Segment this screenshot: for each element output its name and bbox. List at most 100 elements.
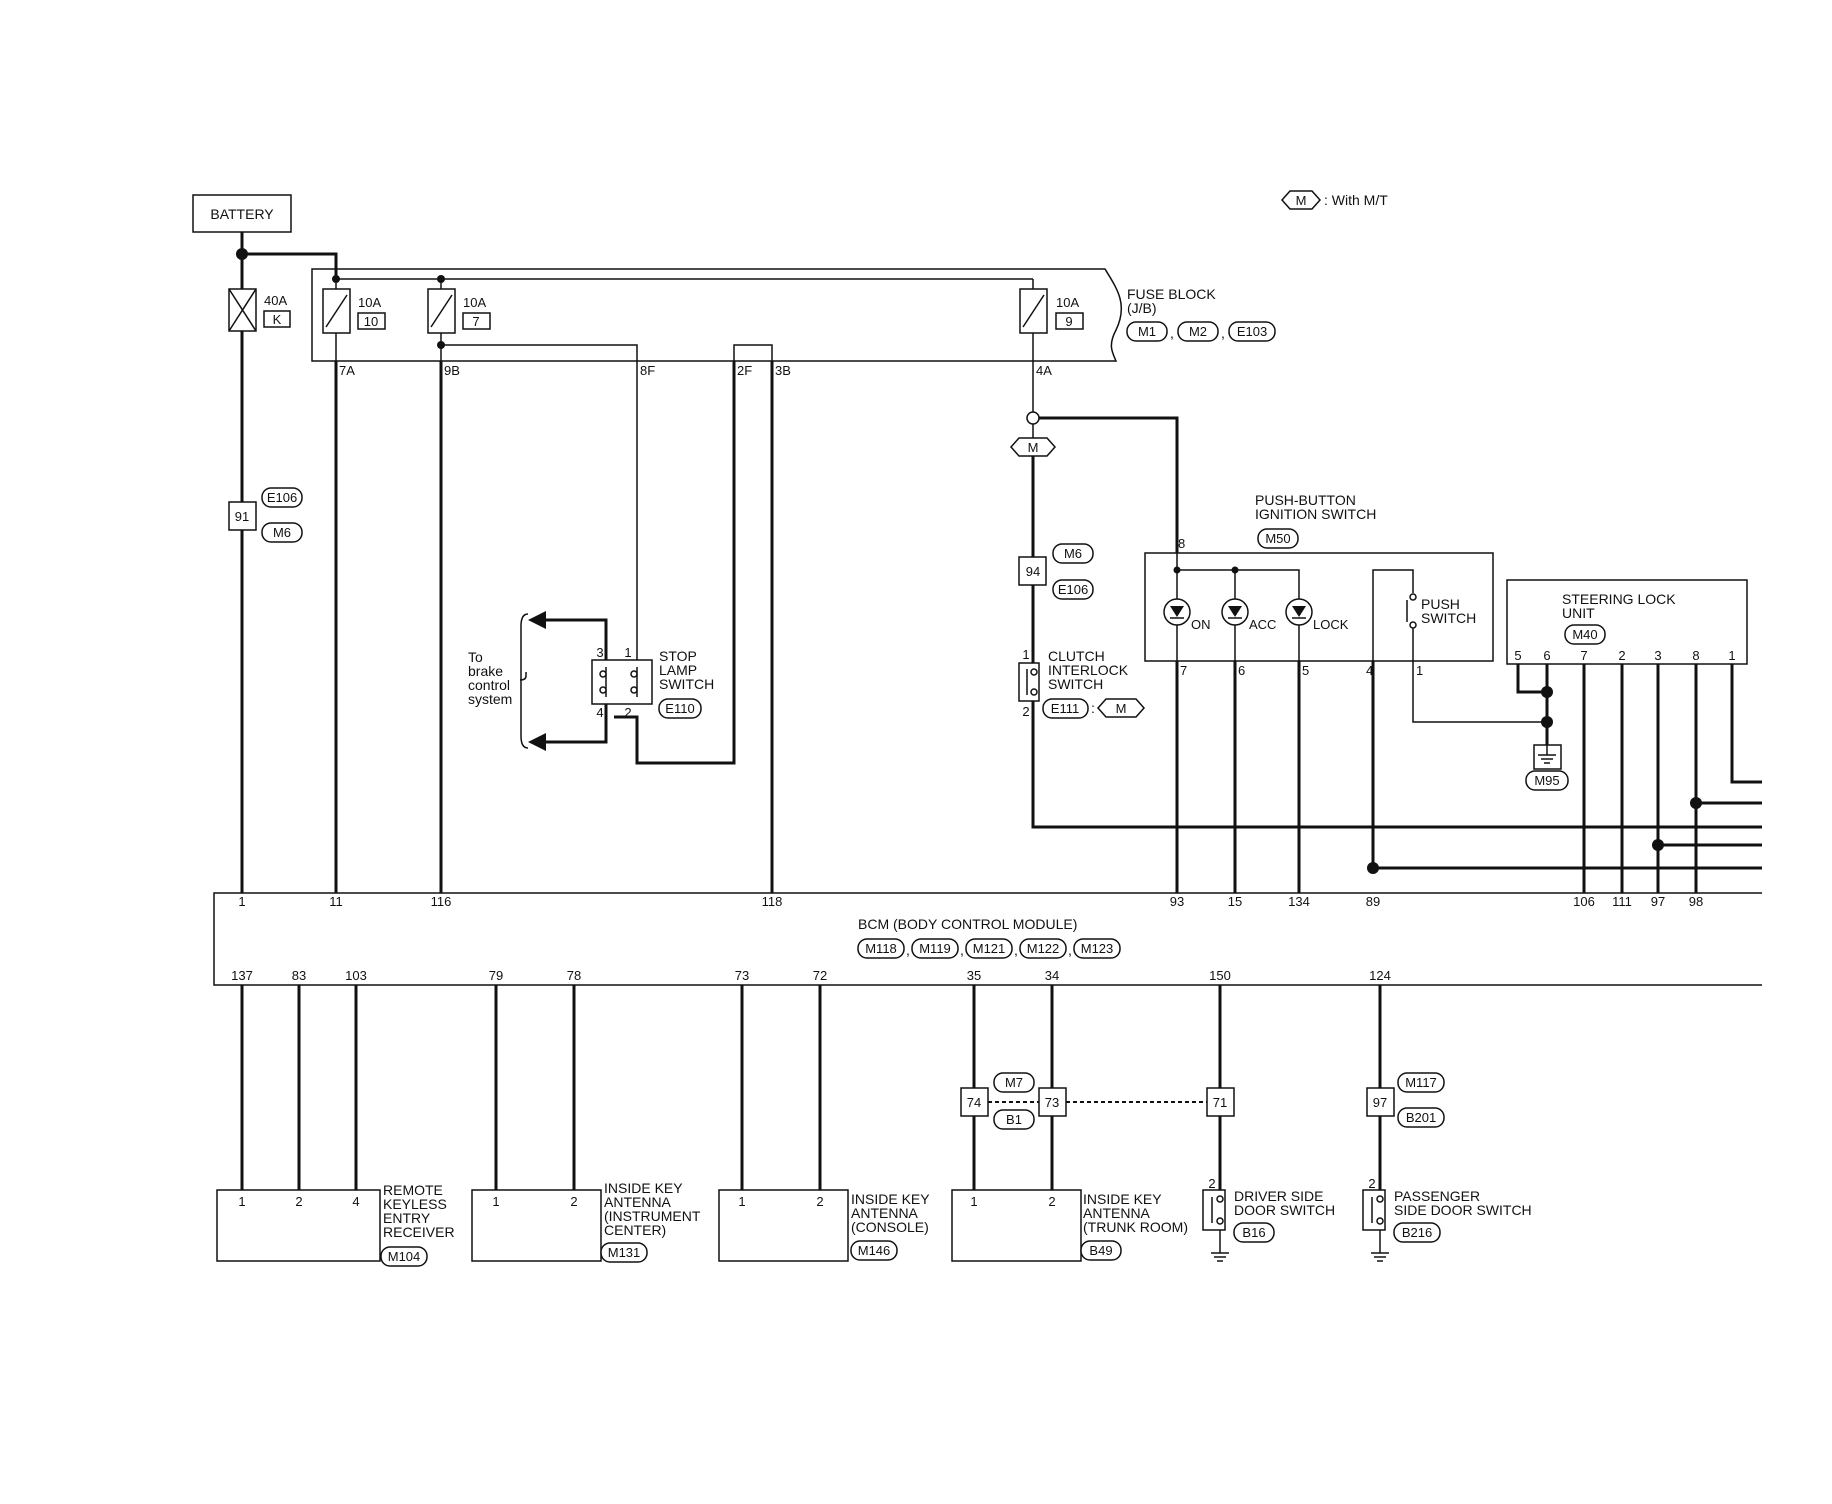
anttr-title-1: INSIDE KEY bbox=[1083, 1191, 1162, 1207]
terminal-2f: 2F bbox=[737, 363, 752, 378]
stop-title-3: SWITCH bbox=[659, 676, 714, 692]
passenger-side-door-switch: 2 PASSENGER SIDE DOOR SWITCH B216 bbox=[1362, 1176, 1532, 1262]
bcm-pin-106: 106 bbox=[1573, 894, 1595, 909]
inside-key-antenna-console: 1 2 INSIDE KEY ANTENNA (CONSOLE) M146 bbox=[718, 1189, 930, 1262]
bcm-pin-98: 98 bbox=[1689, 894, 1703, 909]
slu-pin-7: 7 bbox=[1580, 648, 1587, 663]
bcm-pin-15: 15 bbox=[1228, 894, 1242, 909]
psds-title-2: SIDE DOOR SWITCH bbox=[1394, 1202, 1532, 1218]
rke-title-4: RECEIVER bbox=[383, 1224, 455, 1240]
bcm-conn-2: M119 bbox=[919, 941, 951, 956]
lower-joints: 74 73 71 97 M7 B1 M117 B201 bbox=[960, 1072, 1445, 1130]
svg-text:,: , bbox=[906, 942, 910, 958]
rke-pin-4: 4 bbox=[352, 1194, 359, 1209]
bcm-pin-137: 137 bbox=[231, 968, 253, 983]
tag-m117: M117 bbox=[1405, 1075, 1437, 1090]
bcm-pin-83: 83 bbox=[292, 968, 306, 983]
fuse-10-no: 10 bbox=[364, 314, 378, 329]
inside-key-antenna-trunk-room: 1 2 INSIDE KEY ANTENNA (TRUNK ROOM) B49 bbox=[951, 1189, 1188, 1262]
clutch-connector: E111 bbox=[1051, 701, 1079, 716]
bcm-pin-35: 35 bbox=[967, 968, 981, 983]
antic-title-3: (INSTRUMENT bbox=[604, 1208, 701, 1224]
mt-tag-label: M bbox=[1028, 440, 1039, 455]
antcon-connector: M146 bbox=[858, 1243, 891, 1258]
bcm-conn-4: M122 bbox=[1027, 941, 1060, 956]
clutch-pin-1: 1 bbox=[1022, 647, 1029, 662]
bcm-pin-134: 134 bbox=[1288, 894, 1310, 909]
antic-title-1: INSIDE KEY bbox=[604, 1180, 683, 1196]
pb-mode-on: ON bbox=[1191, 617, 1211, 632]
antic-title-2: ANTENNA bbox=[604, 1194, 672, 1210]
driver-side-door-switch: 2 DRIVER SIDE DOOR SWITCH B16 bbox=[1202, 1176, 1335, 1262]
fuse-block-conn-1: M1 bbox=[1138, 324, 1156, 339]
anttr-title-3: (TRUNK ROOM) bbox=[1083, 1219, 1188, 1235]
bcm-pin-93: 93 bbox=[1170, 894, 1184, 909]
joint-94-tag-2: E106 bbox=[1058, 582, 1088, 597]
clutch-interlock-switch: 1 2 CLUTCH INTERLOCK SWITCH E111 : M bbox=[1018, 647, 1146, 719]
clutch-title-3: SWITCH bbox=[1048, 676, 1103, 692]
svg-text:,: , bbox=[960, 942, 964, 958]
legend-tag: M bbox=[1296, 193, 1307, 208]
stop-connector: E110 bbox=[665, 701, 694, 716]
bcm-pin-73: 73 bbox=[735, 968, 749, 983]
stop-pin-1: 1 bbox=[624, 645, 631, 660]
stop-title-1: STOP bbox=[659, 648, 697, 664]
rke-connector: M104 bbox=[388, 1249, 421, 1264]
fuse-main-rating: 40A bbox=[264, 293, 287, 308]
joint-73: 73 bbox=[1045, 1095, 1059, 1110]
pb-push-2: SWITCH bbox=[1421, 610, 1476, 626]
inside-key-antenna-instrument-center: 1 2 INSIDE KEY ANTENNA (INSTRUMENT CENTE… bbox=[471, 1180, 701, 1263]
svg-text:,: , bbox=[1014, 942, 1018, 958]
slu-pin-6: 6 bbox=[1543, 648, 1550, 663]
pb-title-2: IGNITION SWITCH bbox=[1255, 506, 1376, 522]
terminal-3b: 3B bbox=[775, 363, 791, 378]
bcm-conn-5: M123 bbox=[1081, 941, 1114, 956]
psds-pin: 2 bbox=[1368, 1176, 1375, 1191]
svg-text::: : bbox=[1091, 700, 1095, 716]
bcm-pin-124: 124 bbox=[1369, 968, 1391, 983]
fuse-7-no: 7 bbox=[472, 314, 479, 329]
fuse-10-rating: 10A bbox=[358, 295, 381, 310]
push-button-ignition-switch: PUSH-BUTTON IGNITION SWITCH M50 8 ON ACC… bbox=[1144, 492, 1494, 678]
tag-m7: M7 bbox=[1005, 1075, 1023, 1090]
antic-title-4: CENTER) bbox=[604, 1222, 666, 1238]
terminal-8f: 8F bbox=[640, 363, 655, 378]
rke-pin-1: 1 bbox=[238, 1194, 245, 1209]
fuse-block-title-2: (J/B) bbox=[1127, 300, 1157, 316]
stop-title-2: LAMP bbox=[659, 662, 697, 678]
bcm-pin-118: 118 bbox=[762, 894, 783, 909]
joint-71: 71 bbox=[1213, 1095, 1227, 1110]
stop-pin-2: 2 bbox=[624, 705, 631, 720]
clutch-title-1: CLUTCH bbox=[1048, 648, 1105, 664]
remote-keyless-entry-receiver: 1 2 4 REMOTE KEYLESS ENTRY RECEIVER M104 bbox=[216, 1182, 455, 1267]
joint-97: 97 bbox=[1373, 1095, 1387, 1110]
bcm: BCM (BODY CONTROL MODULE) M118 , M119 , … bbox=[213, 892, 1762, 986]
fuse-block-title-1: FUSE BLOCK bbox=[1127, 286, 1216, 302]
joint-91-tag-1: E106 bbox=[267, 490, 297, 505]
tag-b201: B201 bbox=[1406, 1110, 1436, 1125]
slu-pin-5: 5 bbox=[1514, 648, 1521, 663]
fuse-block-conn-2: M2 bbox=[1189, 324, 1207, 339]
slu-pin-1: 1 bbox=[1728, 648, 1735, 663]
ground-m95-label: M95 bbox=[1534, 773, 1559, 788]
rke-title-3: ENTRY bbox=[383, 1210, 431, 1226]
slu-connector: M40 bbox=[1572, 627, 1597, 642]
terminal-9b: 9B bbox=[444, 363, 460, 378]
slu-pin-8: 8 bbox=[1692, 648, 1699, 663]
rke-title-2: KEYLESS bbox=[383, 1196, 447, 1212]
joint-94: 94 M6 E106 bbox=[1018, 543, 1094, 600]
terminal-7a: 7A bbox=[339, 363, 355, 378]
joint-74: 74 bbox=[967, 1095, 981, 1110]
dds-title-1: DRIVER SIDE bbox=[1234, 1188, 1323, 1204]
joint-94-pin: 94 bbox=[1026, 564, 1040, 579]
bcm-pin-97: 97 bbox=[1651, 894, 1665, 909]
slu-pin-2: 2 bbox=[1618, 648, 1625, 663]
antcon-title-2: ANTENNA bbox=[851, 1205, 919, 1221]
psds-title-1: PASSENGER bbox=[1394, 1188, 1480, 1204]
bcm-pin-1: 1 bbox=[238, 894, 245, 909]
bcm-conn-3: M121 bbox=[973, 941, 1006, 956]
fuse-main-id: K bbox=[273, 312, 282, 327]
fuse-9-rating: 10A bbox=[1056, 295, 1079, 310]
dds-title-2: DOOR SWITCH bbox=[1234, 1202, 1335, 1218]
